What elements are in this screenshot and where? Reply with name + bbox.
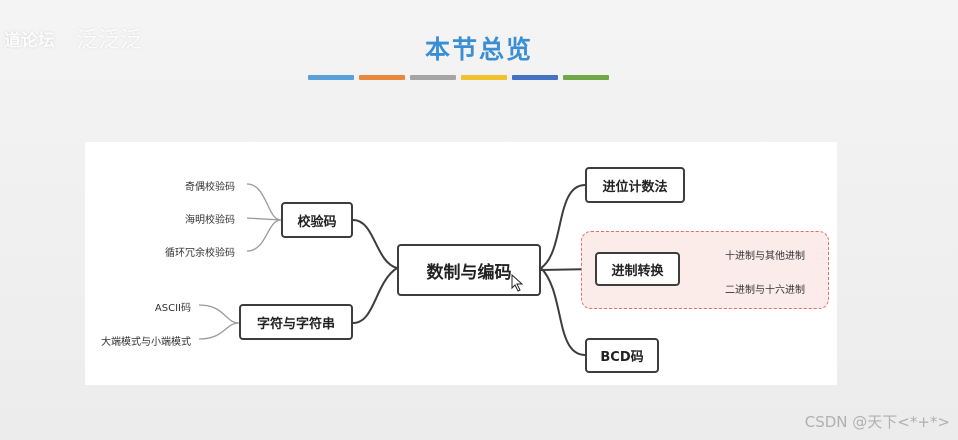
mouse-cursor-icon bbox=[511, 274, 524, 292]
connector-center-jiaoyanma bbox=[352, 219, 398, 269]
mindmap-panel: 数制与编码 校验码 字符与字符串 进位计数法 进制转换 BCD码 奇偶校验码 海… bbox=[85, 142, 837, 385]
branch-node-zifu-zifuchuan[interactable]: 字符与字符串 bbox=[239, 304, 353, 340]
leaf-daduan-xiaoduan: 大端模式与小端模式 bbox=[101, 337, 191, 348]
leaf-ascii: ASCII码 bbox=[154, 303, 191, 314]
slide-title: 本节总览 bbox=[424, 35, 533, 64]
connector-center-zifu bbox=[352, 267, 398, 324]
watermark-forum-text: 道论坛 bbox=[4, 31, 55, 51]
highlight-frame-jinzhi-zhuanhuan bbox=[581, 231, 829, 309]
watermark-script-text: 泛泛泛 bbox=[76, 28, 143, 53]
connector-center-jinwei bbox=[540, 184, 586, 269]
color-bar-segment bbox=[461, 75, 507, 80]
leaf-haiming-jiaoyanma: 海明校验码 bbox=[185, 215, 235, 226]
center-node[interactable]: 数制与编码 bbox=[397, 244, 541, 296]
branch-node-jiaoyanma[interactable]: 校验码 bbox=[281, 202, 353, 238]
color-bar-segment bbox=[410, 75, 456, 80]
color-bar-segment bbox=[512, 75, 558, 80]
watermark-csdn-author: CSDN @天下<*+*> bbox=[804, 413, 950, 431]
leaf-erjinzhi-shiliu: 二进制与十六进制 bbox=[725, 285, 805, 296]
connector-zifu-leaves bbox=[198, 304, 240, 340]
color-bar-segment bbox=[359, 75, 405, 80]
branch-node-jinwei-jishufa[interactable]: 进位计数法 bbox=[585, 167, 685, 203]
leaf-xunhuan-rongyu-jiaoyanma: 循环冗余校验码 bbox=[165, 248, 235, 259]
color-bar-segment bbox=[563, 75, 609, 80]
leaf-jiou-jiaoyanma: 奇偶校验码 bbox=[185, 182, 235, 193]
connector-center-bcd bbox=[540, 267, 586, 356]
connector-jiaoyanma-leaves bbox=[246, 183, 282, 252]
branch-node-bcd[interactable]: BCD码 bbox=[585, 338, 659, 373]
color-bar-segment bbox=[308, 75, 354, 80]
branch-node-jinzhi-zhuanhuan[interactable]: 进制转换 bbox=[595, 252, 680, 286]
leaf-shijinzhi-qita: 十进制与其他进制 bbox=[725, 251, 805, 262]
